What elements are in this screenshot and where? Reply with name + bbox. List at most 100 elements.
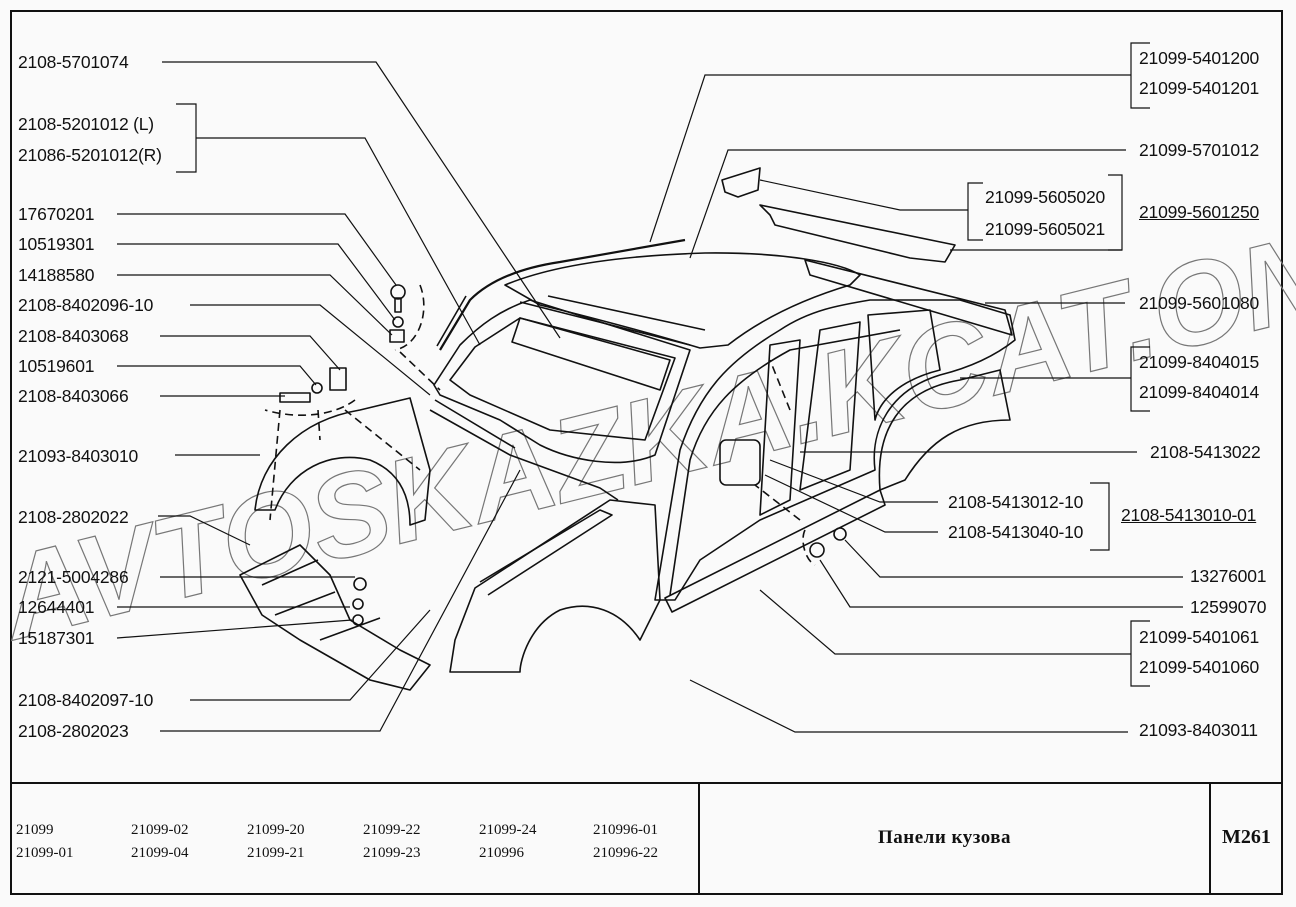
callout-21099-5401200: 21099-5401200 [1139,48,1260,68]
leader-l11 [158,515,251,546]
callout-12599070: 12599070 [1190,597,1267,617]
drawing-frame [10,10,1283,895]
washer-10519601 [311,382,323,394]
cowl-panel [511,317,671,391]
leader-r10 [759,589,1131,655]
model-210996-01: 210996-01 [593,822,658,838]
callout-10519601: 10519601 [18,356,95,376]
bracket-l2 [176,103,197,173]
callout-2108-5701074: 2108-5701074 [18,52,129,72]
model-21099-04: 21099-04 [131,845,189,861]
windshield-frame [433,299,691,464]
leader-lines [116,42,1183,733]
callout-21099-5605020: 21099-5605020 [985,187,1106,207]
leader-l4 [117,243,396,321]
callout-21099-5701012: 21099-5701012 [1139,140,1260,160]
callout-assembly-2108-5413010-01: 2108-5413010-01 [1121,505,1257,525]
callout-14188580: 14188580 [18,265,95,285]
bolt-13276001 [833,527,847,541]
leader-l7 [160,335,341,371]
callout-21093-8403011: 21093-8403011 [1139,720,1258,740]
callout-2108-5413022: 2108-5413022 [1150,442,1261,462]
callout-21099-5401061: 21099-5401061 [1139,627,1260,647]
callout-21099-8404014: 21099-8404014 [1139,382,1260,402]
leader-r9 [819,559,1183,608]
rear-crossmember [759,204,956,263]
model-21099-20: 21099-20 [247,822,305,838]
callout-21093-8403010: 21093-8403010 [18,446,139,466]
callout-2108-2802022: 2108-2802022 [18,507,129,527]
roof-panel [504,252,861,349]
sheet-title: Панели кузова [878,827,1012,848]
washer-10519301 [392,316,404,328]
model-21099-02: 21099-02 [131,822,189,838]
leader-l6 [190,304,431,396]
door-sill [664,489,886,613]
model-21099-24: 21099-24 [479,822,537,838]
callout-13276001: 13276001 [1190,566,1267,586]
leader-r8 [844,539,1183,578]
leader-l5 [117,274,393,336]
car-body-drawing [239,167,1016,691]
leader-r11 [689,679,1128,733]
callout-21099-5605021: 21099-5605021 [985,219,1106,239]
callout-15187301: 15187301 [18,628,95,648]
bracket-r3asm [1108,174,1123,251]
bracket [721,167,761,198]
nut-14188580 [389,329,405,343]
bolt-2108-8403066 [279,392,311,403]
bolt-17670201 [390,284,406,300]
callout-10519301: 10519301 [18,234,95,254]
leader-r1 [649,74,1131,243]
lock-striker [719,439,761,486]
model-21099-01: 21099-01 [16,845,74,861]
callout-assembly-21099-5601250: 21099-5601250 [1139,202,1260,222]
callout-21099-5401201: 21099-5401201 [1139,78,1260,98]
bracket-r7 [1090,482,1110,551]
mud-shield [239,544,431,691]
rear-wheel-arch [878,369,1011,491]
callout-2108-5201012-L: 2108-5201012 (L) [18,114,154,134]
leader-r7a [769,459,938,503]
callout-2108-2802023: 2108-2802023 [18,721,129,741]
rear-panel [804,259,1013,336]
cowl-grille [429,399,619,501]
leader-l15 [190,609,431,701]
leader-l16 [160,469,521,732]
model-21099-22: 21099-22 [363,822,421,838]
model-21099: 21099 [16,822,54,838]
leader-r3 [759,179,968,211]
bracket-r3 [967,182,983,241]
side-frame [654,299,1016,601]
callout-21099-8404015: 21099-8404015 [1139,352,1260,372]
leader-l3 [117,213,397,286]
callout-2108-5413040-10: 2108-5413040-10 [948,522,1084,542]
model-210996: 210996 [479,845,524,861]
callout-17670201: 17670201 [18,204,95,224]
bolt-15187301 [352,614,364,626]
leader-l14 [116,619,353,639]
clip-2108-8403068 [329,367,347,391]
leader-l8 [117,365,317,386]
callout-2121-5004286: 2121-5004286 [18,567,129,587]
wheel-arch-liner [254,397,431,526]
model-21099-21: 21099-21 [247,845,305,861]
bracket-r5 [1130,346,1150,412]
leader-r2 [689,149,1126,259]
sheet-code: M261 [1222,826,1271,848]
callout-2108-8403068: 2108-8403068 [18,326,129,346]
callout-2108-5413012-10: 2108-5413012-10 [948,492,1084,512]
callout-2108-8402096-10: 2108-8402096-10 [18,295,154,315]
callout-12644401: 12644401 [18,597,95,617]
callout-21099-5401060: 21099-5401060 [1139,657,1260,677]
leader-l2 [196,137,481,346]
roof-molding [439,238,686,351]
nut-12599070 [809,542,825,558]
callout-21099-5601080: 21099-5601080 [1139,293,1260,313]
model-21099-23: 21099-23 [363,845,421,861]
callout-2108-8402097-10: 2108-8402097-10 [18,690,154,710]
nut-2121-5004286 [353,577,367,591]
leader-l1 [162,61,561,339]
front-fender [449,499,661,673]
